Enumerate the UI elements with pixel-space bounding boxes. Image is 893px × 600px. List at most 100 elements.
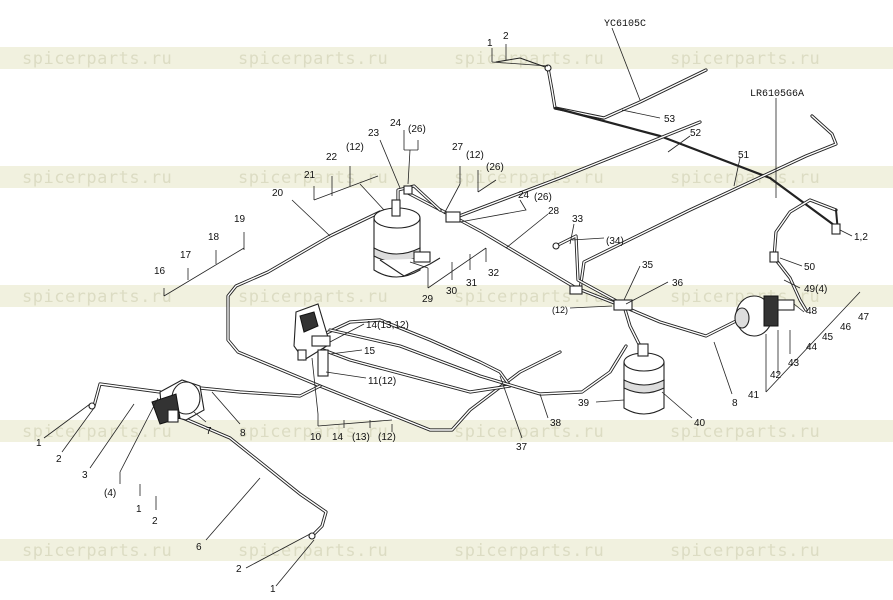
part-label: 1 <box>36 438 42 449</box>
part-label: 43 <box>788 358 800 369</box>
part-label: 27 <box>452 142 464 153</box>
part-label: 29 <box>422 294 434 305</box>
pipe-27-run <box>452 120 702 220</box>
part-label: 10 <box>310 432 322 443</box>
fitting-50 <box>769 251 779 263</box>
watermark-band <box>0 47 893 69</box>
watermark-text: spicerparts.ru <box>22 541 172 561</box>
pipe-to-tank-39 <box>622 304 642 348</box>
air-tank-lower <box>623 343 665 415</box>
watermark-text: spicerparts.ru <box>670 168 820 188</box>
part-label: 36 <box>672 278 684 289</box>
fitting-right <box>831 223 841 235</box>
part-label: (12) <box>346 142 364 153</box>
pipe-right-upper <box>772 198 838 260</box>
pipe-51 <box>578 114 838 292</box>
leader-lines <box>43 27 861 587</box>
brake-valve <box>293 303 331 377</box>
part-label: 37 <box>516 442 528 453</box>
part-label: 15 <box>364 346 376 357</box>
part-label: 1 <box>270 584 276 595</box>
part-label: 28 <box>548 206 560 217</box>
part-label: 44 <box>806 342 818 353</box>
fitting-tee <box>569 285 633 311</box>
watermark-text: spicerparts.ru <box>670 422 820 442</box>
model-label-yc6105c: YC6105C <box>604 19 646 30</box>
watermark-text: spicerparts.ru <box>22 168 172 188</box>
watermark-text: spicerparts.ru <box>22 422 172 442</box>
air-compressor <box>151 379 205 425</box>
pipes-layer <box>92 57 840 538</box>
part-label: 32 <box>488 268 500 279</box>
part-label: 20 <box>272 188 284 199</box>
part-label: 2 <box>503 31 509 42</box>
part-label: 1 <box>487 38 493 49</box>
part-label: 46 <box>840 322 852 333</box>
pipe-8-right <box>620 304 740 338</box>
part-label: 51 <box>738 150 750 161</box>
fitting-bottom <box>308 532 316 540</box>
part-label: 8 <box>240 428 246 439</box>
part-label: (13) <box>352 432 370 443</box>
watermark-text: spicerparts.ru <box>670 49 820 69</box>
watermark-text: spicerparts.ru <box>238 287 388 307</box>
part-label: 11(12) <box>368 376 396 387</box>
watermark-text: spicerparts.ru <box>22 49 172 69</box>
part-label: (26) <box>408 124 426 135</box>
watermark-text: spicerparts.ru <box>454 287 604 307</box>
part-label: 53 <box>664 114 676 125</box>
part-label: 2 <box>152 516 158 527</box>
part-label: (26) <box>486 162 504 173</box>
watermark-text: spicerparts.ru <box>670 541 820 561</box>
part-label: 47 <box>858 312 870 323</box>
part-label: (12) <box>378 432 396 443</box>
part-label: 1,2 <box>854 232 868 243</box>
watermark-text: spicerparts.ru <box>238 541 388 561</box>
part-label: 31 <box>466 278 478 289</box>
pipe-1-2-top <box>495 57 549 69</box>
part-label: 23 <box>368 128 380 139</box>
part-label: 39 <box>578 398 590 409</box>
pipe-33 <box>554 234 624 306</box>
part-label: 42 <box>770 370 782 381</box>
watermark-band <box>0 166 893 188</box>
model-label-lr6105g6a: LR6105G6A <box>750 89 804 100</box>
pipe-8-left <box>198 384 322 398</box>
part-label: 41 <box>748 390 760 401</box>
part-label: 3 <box>82 470 88 481</box>
part-label: 2 <box>236 564 242 575</box>
part-label: 2 <box>56 454 62 465</box>
part-label: 8 <box>732 398 738 409</box>
pipe-53 <box>546 66 708 120</box>
part-label: 24 <box>518 190 530 201</box>
watermark-text: spicerparts.ru <box>238 49 388 69</box>
part-labels: YC6105C LR6105G6A 1 2 53 52 51 1,2 50 49… <box>36 19 870 595</box>
watermark-text: spicerparts.ru <box>238 422 388 442</box>
fitting-left <box>88 402 96 410</box>
fitting-top <box>544 64 552 72</box>
watermark-text: spicerparts.ru <box>454 422 604 442</box>
part-label: 17 <box>180 250 192 261</box>
fitting-33 <box>552 242 560 250</box>
watermark-text: spicerparts.ru <box>454 49 604 69</box>
part-label: 38 <box>550 418 562 429</box>
part-label: 50 <box>804 262 816 273</box>
part-label: 52 <box>690 128 702 139</box>
watermark-text: spicerparts.ru <box>454 541 604 561</box>
part-label: 14 <box>332 432 344 443</box>
part-label: 16 <box>154 266 166 277</box>
pipe-3 <box>92 382 162 408</box>
part-label: 49(4) <box>804 284 827 295</box>
pipe-6 <box>162 408 328 538</box>
parts-layer <box>88 64 841 540</box>
pipe-50 <box>774 258 808 312</box>
part-label: 21 <box>304 170 316 181</box>
part-label: 45 <box>822 332 834 343</box>
part-label: 30 <box>446 286 458 297</box>
part-label: 1 <box>136 504 142 515</box>
part-label: (4) <box>104 488 116 499</box>
part-label: 7 <box>206 426 212 437</box>
brake-chamber <box>734 295 795 337</box>
part-label: 22 <box>326 152 338 163</box>
